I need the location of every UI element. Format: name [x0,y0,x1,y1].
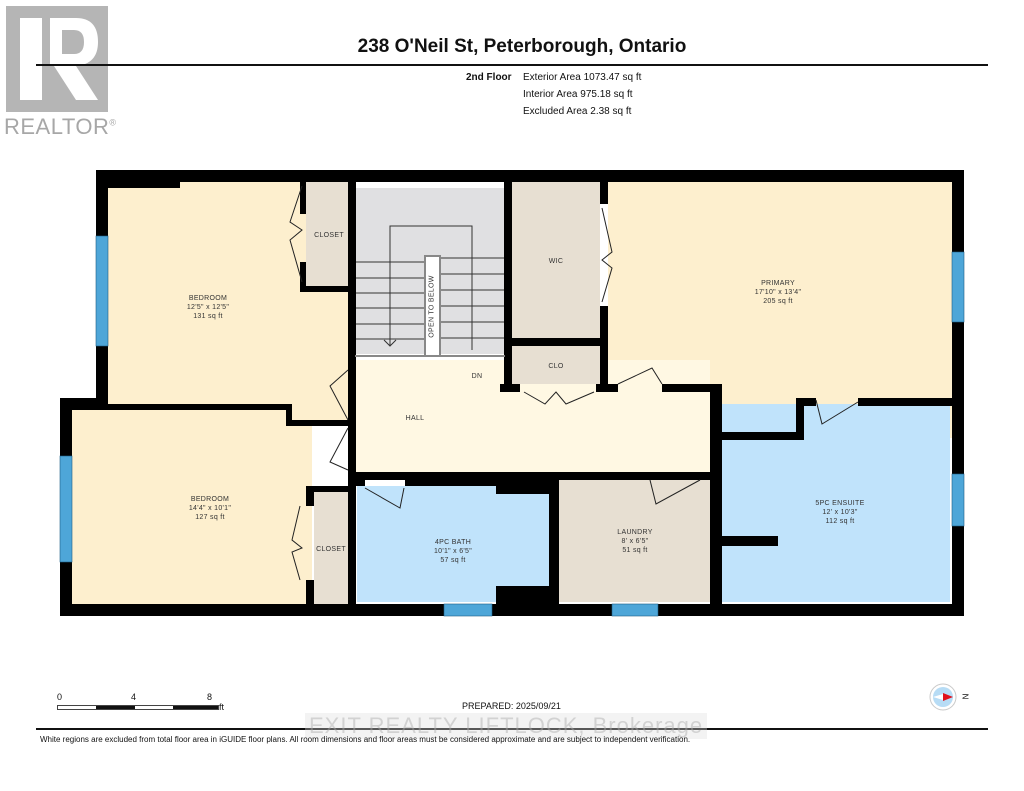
room-fills [72,182,952,604]
title-divider [36,64,988,66]
scale-tick-4: 4 [131,692,137,702]
room-closet-1: CLOSET [314,232,344,239]
room-clo: CLO [548,363,564,370]
footer-divider [36,728,988,730]
room-hall: HALL [405,415,425,422]
page-title: 238 O'Neil St, Peterborough, Ontario [357,36,687,57]
scale-tick-8: 8 [207,692,213,702]
open-to-below-rail [424,255,441,357]
room-wic: WIC [548,258,564,265]
realtor-logo-icon [6,6,108,112]
excluded-area: Excluded Area 2.38 sq ft [523,106,632,117]
realtor-logo-text: REALTOR® [4,114,117,139]
floor-label: 2nd Floor [466,72,512,83]
room-closet-2: CLOSET [316,546,346,553]
open-to-below-label: OPEN TO BELOW [428,275,436,338]
compass-north-label: N [960,693,970,700]
interior-area: Interior Area 975.18 sq ft [523,89,633,100]
brokerage-watermark: EXIT REALTY LIFTLOCK, Brokerage [305,713,708,739]
stairs-down-label: DN [471,373,483,380]
disclaimer-text: White regions are excluded from total fl… [40,735,691,744]
windows [59,235,965,617]
scale-bar [57,705,219,710]
scale-tick-0: 0 [57,692,63,702]
scale-unit: ft [219,702,225,712]
prepared-date: PREPARED: 2025/09/21 [462,701,561,711]
compass-icon [929,683,957,711]
door-swings [289,185,859,581]
walls [60,170,964,616]
exterior-area: Exterior Area 1073.47 sq ft [523,72,642,83]
